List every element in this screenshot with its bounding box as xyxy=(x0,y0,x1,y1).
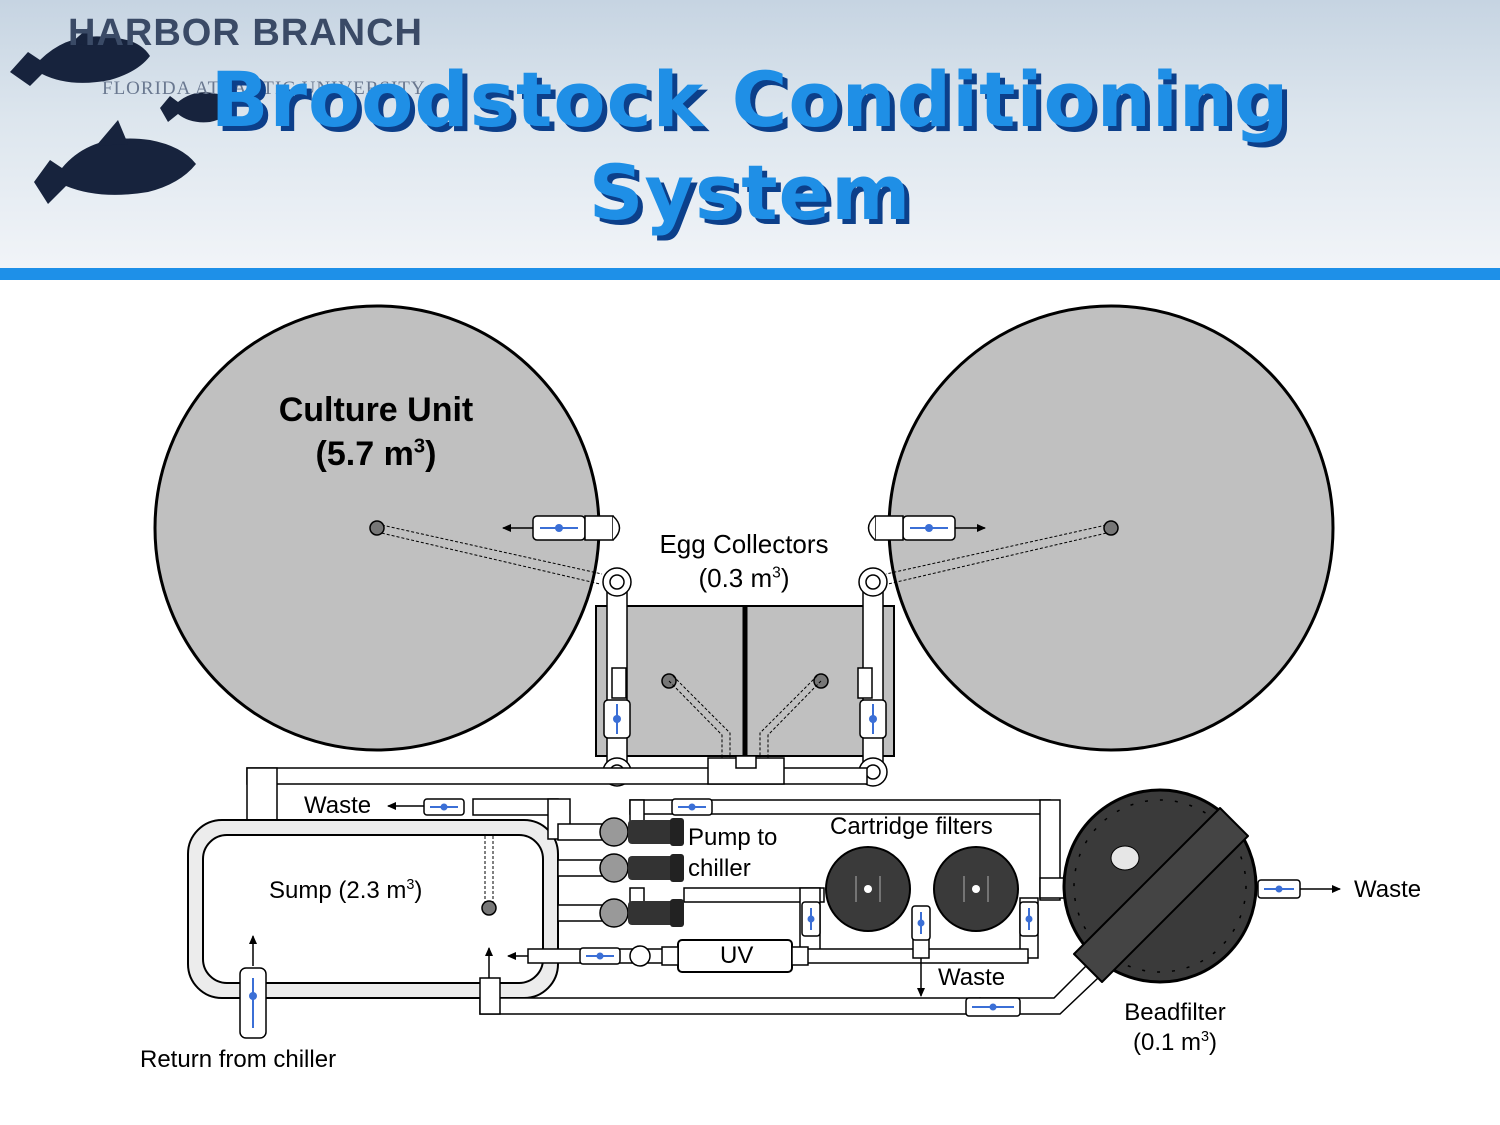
logo-subtitle: FLORIDA ATLANTIC UNIVERSITY xyxy=(102,78,426,99)
process-pipes xyxy=(472,798,1100,1015)
waste-left-label: Waste xyxy=(304,792,372,819)
beadfilter-label: Beadfilter (0.1 m3) xyxy=(1124,999,1226,1056)
logo-wordmark: HARBOR BRANCH xyxy=(68,12,423,54)
pump-to-chiller-label: Pump to chiller xyxy=(688,824,778,882)
sump-drain xyxy=(481,900,497,916)
pumps xyxy=(599,817,684,928)
standpipe-valves xyxy=(603,699,887,739)
slide-title-line-1: Broodstock Conditioning xyxy=(210,55,1290,144)
inline-valves xyxy=(423,798,1301,1017)
flow-arrows xyxy=(249,802,1341,997)
cartridge-filters-label: Cartridge filters xyxy=(830,813,993,840)
vertical-valves xyxy=(239,901,1039,1039)
slide-header xyxy=(0,0,1500,268)
fish-logo-icon xyxy=(10,28,236,204)
header-divider-bar xyxy=(0,268,1500,280)
uv-label: UV xyxy=(720,942,754,969)
cartridge-filter-housings xyxy=(825,846,1019,932)
skimmer-valves xyxy=(502,515,986,541)
sump-inner xyxy=(202,834,544,984)
waste-filters-label: Waste xyxy=(938,964,1006,991)
beadfilter xyxy=(1062,788,1258,984)
slide-title-line-2: System xyxy=(588,148,912,237)
center-drain-right xyxy=(1103,520,1119,536)
waste-right-label: Waste xyxy=(1354,876,1422,903)
sump-label: Sump (2.3 m3) xyxy=(269,877,423,904)
egg-collectors-label: Egg Collectors (0.3 m3) xyxy=(659,529,829,593)
center-drain-left xyxy=(369,520,385,536)
tank-drain-lines xyxy=(376,523,1112,585)
return-from-chiller-label: Return from chiller xyxy=(140,1046,337,1073)
culture-unit-label: Culture Unit (5.7 m3) xyxy=(278,391,474,473)
